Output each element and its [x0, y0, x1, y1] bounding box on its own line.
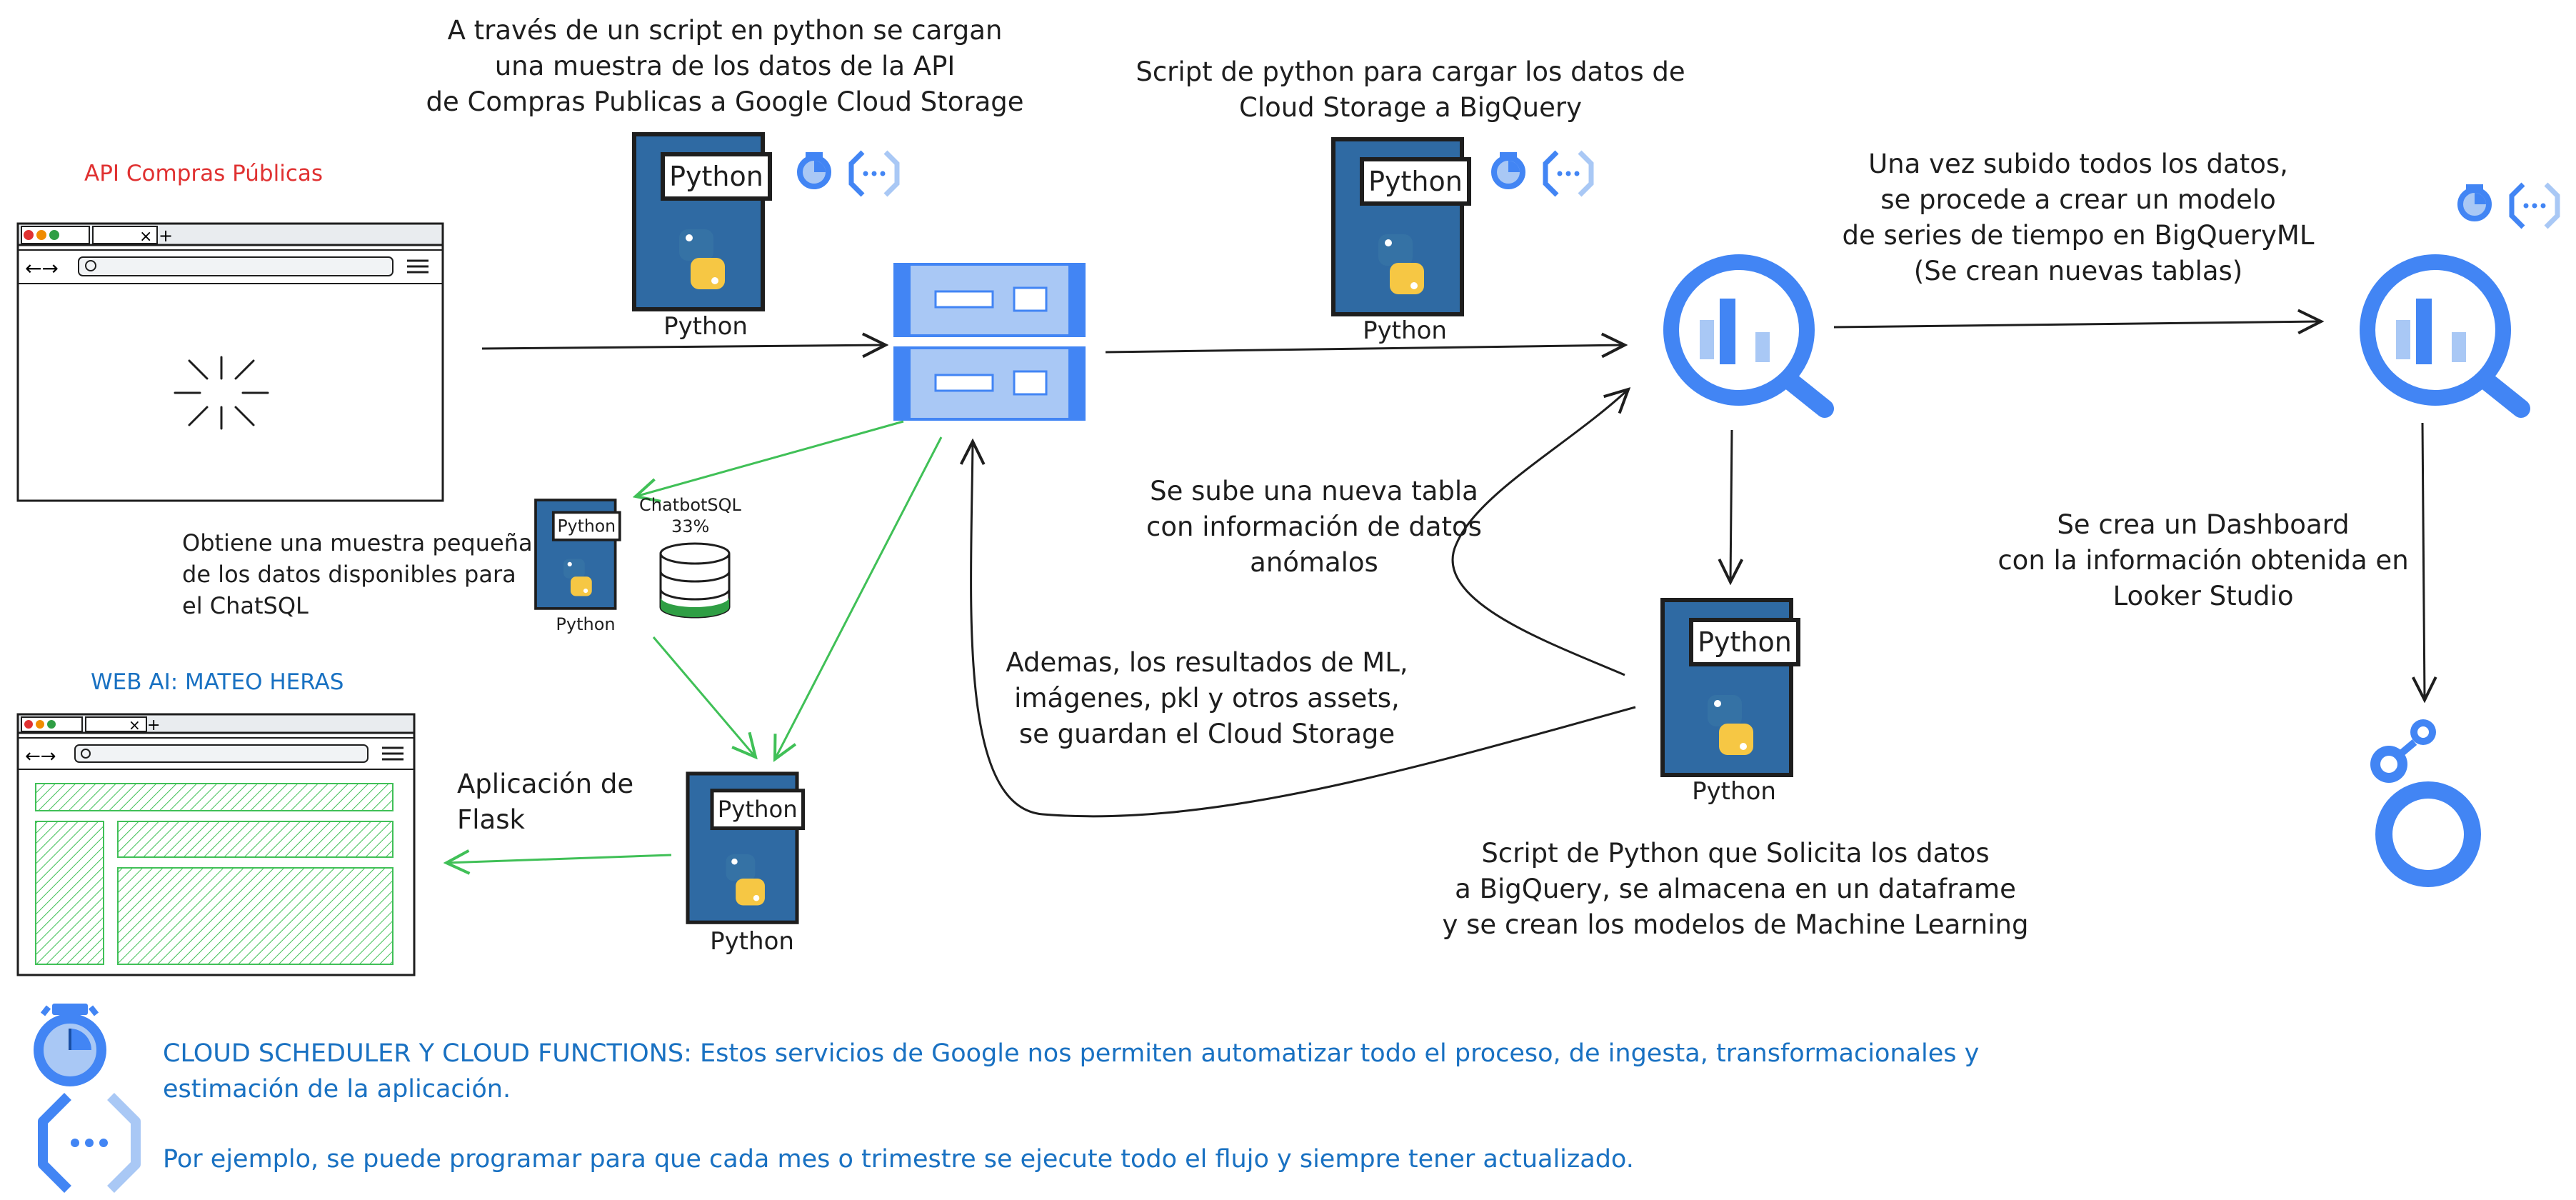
footer-line-2: estimación de la aplicación. [163, 1075, 511, 1104]
scheduler-functions-pair-2 [1491, 150, 1594, 197]
web-sidebar-block [35, 821, 104, 965]
address-search-icon [85, 260, 96, 271]
arrow-api-to-storage [481, 345, 886, 349]
python-book-bq-loader: Python [1331, 137, 1471, 316]
back-forward-icon: ←→ [25, 256, 59, 280]
arrow-storage-to-chatsql [636, 420, 904, 496]
cloud-functions-icon [38, 1093, 141, 1193]
python-caption-ml: Python [1692, 777, 1776, 806]
chatbot-percent: 33% [671, 516, 710, 536]
footer-text: CLOUD SCHEDULER Y CLOUD FUNCTIONS: Estos… [163, 1036, 2520, 1177]
web-title: WEB AI: MATEO HERAS [91, 669, 344, 695]
api-browser-window: × + ←→ [16, 222, 444, 502]
api-title: API Compras Públicas [84, 161, 324, 186]
scheduler-small-icon [797, 152, 831, 189]
arrow-bigquery-to-ml [1730, 429, 1732, 582]
arrow-flask-to-web [446, 855, 672, 863]
looker-studio-icon [2370, 719, 2481, 887]
note-api-script: A través de un script en python se carga… [426, 15, 1024, 117]
flask-arrows [446, 420, 943, 863]
arrow-ml-to-storage-results [971, 441, 1636, 818]
arrow-bqml-to-looker [2422, 422, 2425, 700]
tab-close-icon: × [139, 228, 152, 246]
python-caption-flask: Python [710, 927, 794, 956]
python-book-label: Python [1698, 626, 1792, 658]
python-book-ml: Python [1660, 598, 1800, 777]
address-bar [78, 256, 394, 276]
python-book-label: Python [1368, 166, 1463, 197]
bigquery-icon-left [1663, 254, 1834, 418]
scheduler-small-icon [2457, 184, 2492, 221]
window-close-dot [24, 230, 34, 240]
note-bqml: Una vez subido todos los datos,se proced… [1842, 149, 2315, 286]
python-book-label: Python [718, 796, 798, 823]
functions-small-icon [2509, 182, 2560, 229]
python-caption-chatsql: Python [556, 614, 616, 634]
note-bq-script: Script de python para cargar los datos d… [1136, 56, 1685, 123]
python-logo-icon [1378, 234, 1413, 266]
scheduler-functions-pair-3 [2457, 182, 2560, 229]
window-min-dot [36, 230, 46, 240]
svg-text:+: + [147, 716, 160, 734]
arrow-bigquery-to-bqml [1833, 321, 2321, 327]
python-logo-icon [563, 559, 585, 579]
arrow-storage-to-flask [775, 436, 943, 759]
arrow-ml-to-bigquery-anomalies [1451, 389, 1628, 676]
web-main-content-block [117, 867, 394, 965]
python-logo-icon [679, 229, 713, 261]
svg-text:×: × [129, 716, 141, 734]
cloud-storage-icon [893, 263, 1086, 421]
loading-spinner-icon [174, 356, 269, 430]
cloud-scheduler-icon [34, 1004, 106, 1086]
flow-arrows [481, 321, 2425, 818]
svg-text:←→: ←→ [25, 746, 56, 767]
arrow-chatsql-to-flask [652, 636, 756, 757]
chatbot-database-icon [659, 542, 731, 619]
chatbot-name: ChatbotSQL [639, 495, 741, 515]
python-caption-api: Python [663, 312, 748, 341]
footer-line-1: CLOUD SCHEDULER Y CLOUD FUNCTIONS: Estos… [163, 1039, 1980, 1068]
new-tab-icon: + [159, 226, 173, 246]
web-header-block [35, 783, 394, 811]
functions-small-icon [1543, 150, 1594, 197]
web-browser-window: × + ←→ [16, 713, 416, 976]
web-top-content-block [117, 821, 394, 858]
bigquery-icon-right [2360, 254, 2530, 418]
note-ml-results: Ademas, los resultados de ML,imágenes, p… [1006, 647, 1408, 749]
footer-line-3: Por ejemplo, se puede programar para que… [163, 1145, 1634, 1174]
menu-icon [407, 259, 429, 274]
arrow-storage-to-bigquery [1105, 345, 1625, 352]
python-caption-bq: Python [1363, 316, 1447, 345]
python-book-label: Python [669, 161, 763, 192]
python-logo-icon [1708, 695, 1742, 726]
scheduler-small-icon [1491, 152, 1525, 189]
python-book-flask: Python [686, 771, 806, 924]
python-book-api-loader: Python [632, 132, 772, 311]
python-book-label: Python [557, 516, 616, 536]
window-max-dot [49, 230, 59, 240]
functions-small-icon [848, 150, 900, 197]
python-logo-icon [726, 854, 756, 881]
scheduler-functions-pair-1 [797, 150, 900, 197]
python-book-chatsql: Python [534, 499, 621, 610]
